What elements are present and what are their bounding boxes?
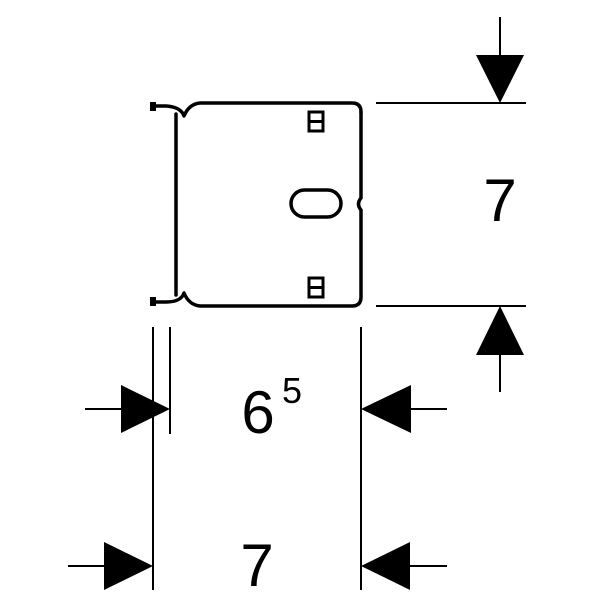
top-lip: [150, 101, 363, 118]
outer-width-dimension: [68, 327, 447, 590]
outer-arrow-right-icon: [361, 542, 410, 590]
right-wall: [150, 110, 363, 308]
height-value: 7: [483, 167, 516, 234]
inner-arrow-right-icon: [361, 385, 411, 433]
height-arrow-bottom-icon: [476, 306, 524, 355]
height-arrow-top-icon: [476, 55, 524, 103]
inner-width-value: 6: [241, 379, 274, 446]
bottom-lip-cap: [150, 297, 156, 306]
top-lip-cap: [150, 102, 156, 111]
outer-arrow-left-icon: [104, 542, 153, 590]
inner-width-dimension: [85, 327, 447, 434]
outer-width-value: 7: [240, 532, 273, 599]
channel-profile: [150, 101, 363, 308]
inner-width-superscript: 5: [282, 370, 302, 411]
height-dimension: [376, 17, 526, 392]
inner-arrow-left-icon: [121, 385, 170, 433]
slot-bottom: [307, 276, 325, 299]
slot-top: [307, 110, 325, 133]
oval-opening: [289, 188, 343, 219]
